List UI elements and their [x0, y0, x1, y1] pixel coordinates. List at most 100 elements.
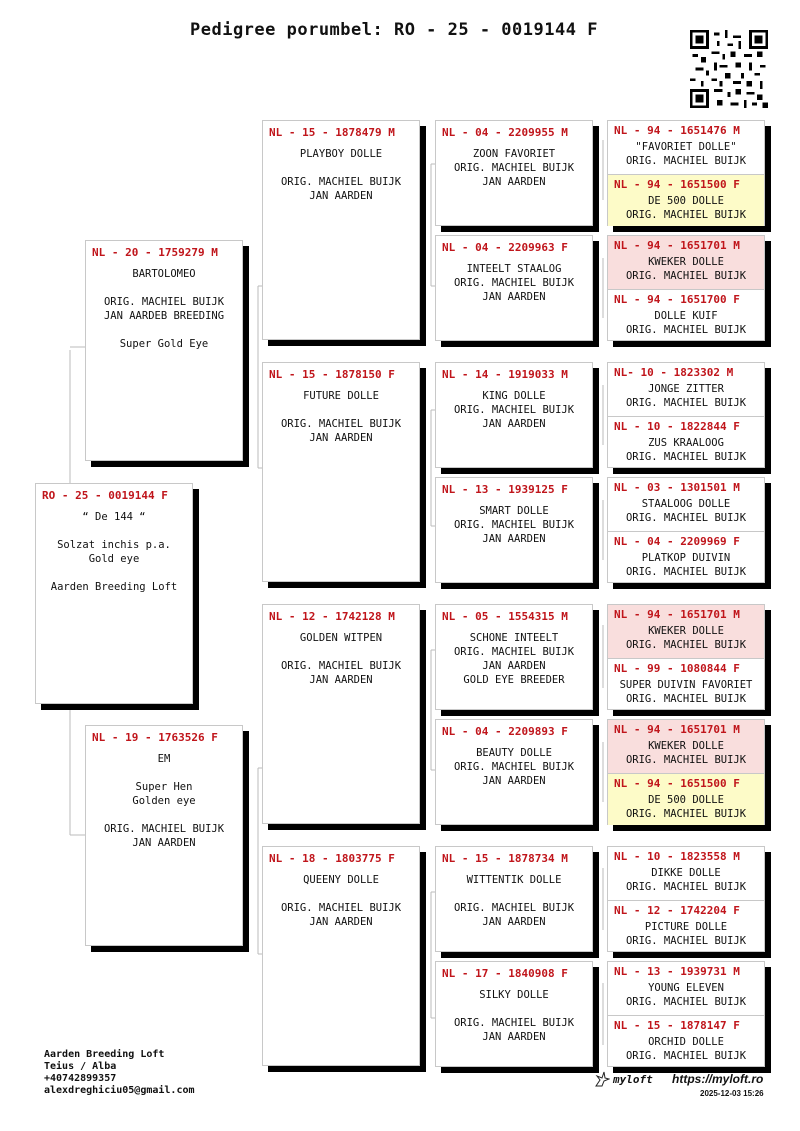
- divider: [608, 174, 764, 175]
- ring-number: NL - 05 - 1554315 M: [442, 610, 568, 623]
- ring-number: NL - 19 - 1763526 F: [92, 731, 218, 744]
- myloft-logo: myloft: [594, 1070, 653, 1088]
- ring-number: NL - 94 - 1651701 M: [614, 608, 740, 621]
- ring-number: NL - 20 - 1759279 M: [92, 246, 218, 259]
- ring-number: NL - 17 - 1840908 F: [442, 967, 568, 980]
- ring-number: NL- 10 - 1823302 M: [614, 366, 734, 379]
- ring-number: NL - 12 - 1742204 F: [614, 904, 740, 917]
- ring-number: NL - 04 - 2209963 F: [442, 241, 568, 254]
- breeder-name: Aarden Breeding Loft: [44, 1049, 165, 1060]
- ring-number: NL - 18 - 1803775 F: [269, 852, 395, 865]
- ring-number: NL - 13 - 1939125 F: [442, 483, 568, 496]
- logo-text: myloft: [613, 1072, 653, 1086]
- breeder-email[interactable]: alexdreghiciu05@gmail.com: [44, 1085, 195, 1096]
- ring-number: NL - 15 - 1878479 M: [269, 126, 395, 139]
- ring-number: NL - 13 - 1939731 M: [614, 965, 740, 978]
- ring-number: NL - 04 - 2209969 F: [614, 535, 740, 548]
- ring-number: NL - 94 - 1651701 M: [614, 723, 740, 736]
- breeder-phone[interactable]: +40742899357: [44, 1073, 117, 1084]
- ring-number: NL - 94 - 1651476 M: [614, 124, 740, 137]
- divider: [608, 1015, 764, 1016]
- breeder-location: Teius / Alba: [44, 1061, 117, 1072]
- ring-number: NL - 14 - 1919033 M: [442, 368, 568, 381]
- divider: [608, 289, 764, 290]
- card-details: "FAVORIET DOLLE"ORIG. MACHIEL BUIJK: [625, 141, 747, 167]
- ring-number: NL - 10 - 1823558 M: [614, 850, 740, 863]
- ring-number: RO - 25 - 0019144 F: [42, 489, 168, 502]
- ring-number: NL - 15 - 1878147 F: [614, 1019, 740, 1032]
- generated-timestamp: 2025-12-03 15:26: [700, 1089, 764, 1098]
- pedigree-pair-gen5: NL - 94 - 1651476 M "FAVORIET DOLLE"ORIG…: [607, 120, 765, 226]
- pedigree-card-gen5[interactable]: NL - 99 - 1080844 F SUPER DUIVIN FAVORIE…: [608, 659, 764, 710]
- divider: [608, 658, 764, 659]
- ring-number: NL - 03 - 1301501 M: [614, 481, 740, 494]
- website-link[interactable]: https://myloft.ro: [672, 1072, 764, 1086]
- divider: [608, 900, 764, 901]
- ring-number: NL - 99 - 1080844 F: [614, 662, 740, 675]
- ring-number: NL - 94 - 1651701 M: [614, 239, 740, 252]
- breeder-contact: Aarden Breeding Loft Teius / Alba +40742…: [44, 1049, 195, 1097]
- pedigree-card-subject[interactable]: RO - 25 - 0019144 F “ De 144 “Solzat inc…: [35, 483, 193, 704]
- ring-number: NL - 10 - 1822844 F: [614, 420, 740, 433]
- divider: [608, 531, 764, 532]
- divider: [608, 773, 764, 774]
- pedigree-card-gen5[interactable]: NL - 94 - 1651476 M "FAVORIET DOLLE"ORIG…: [608, 121, 764, 174]
- ring-number: NL - 15 - 1878150 F: [269, 368, 395, 381]
